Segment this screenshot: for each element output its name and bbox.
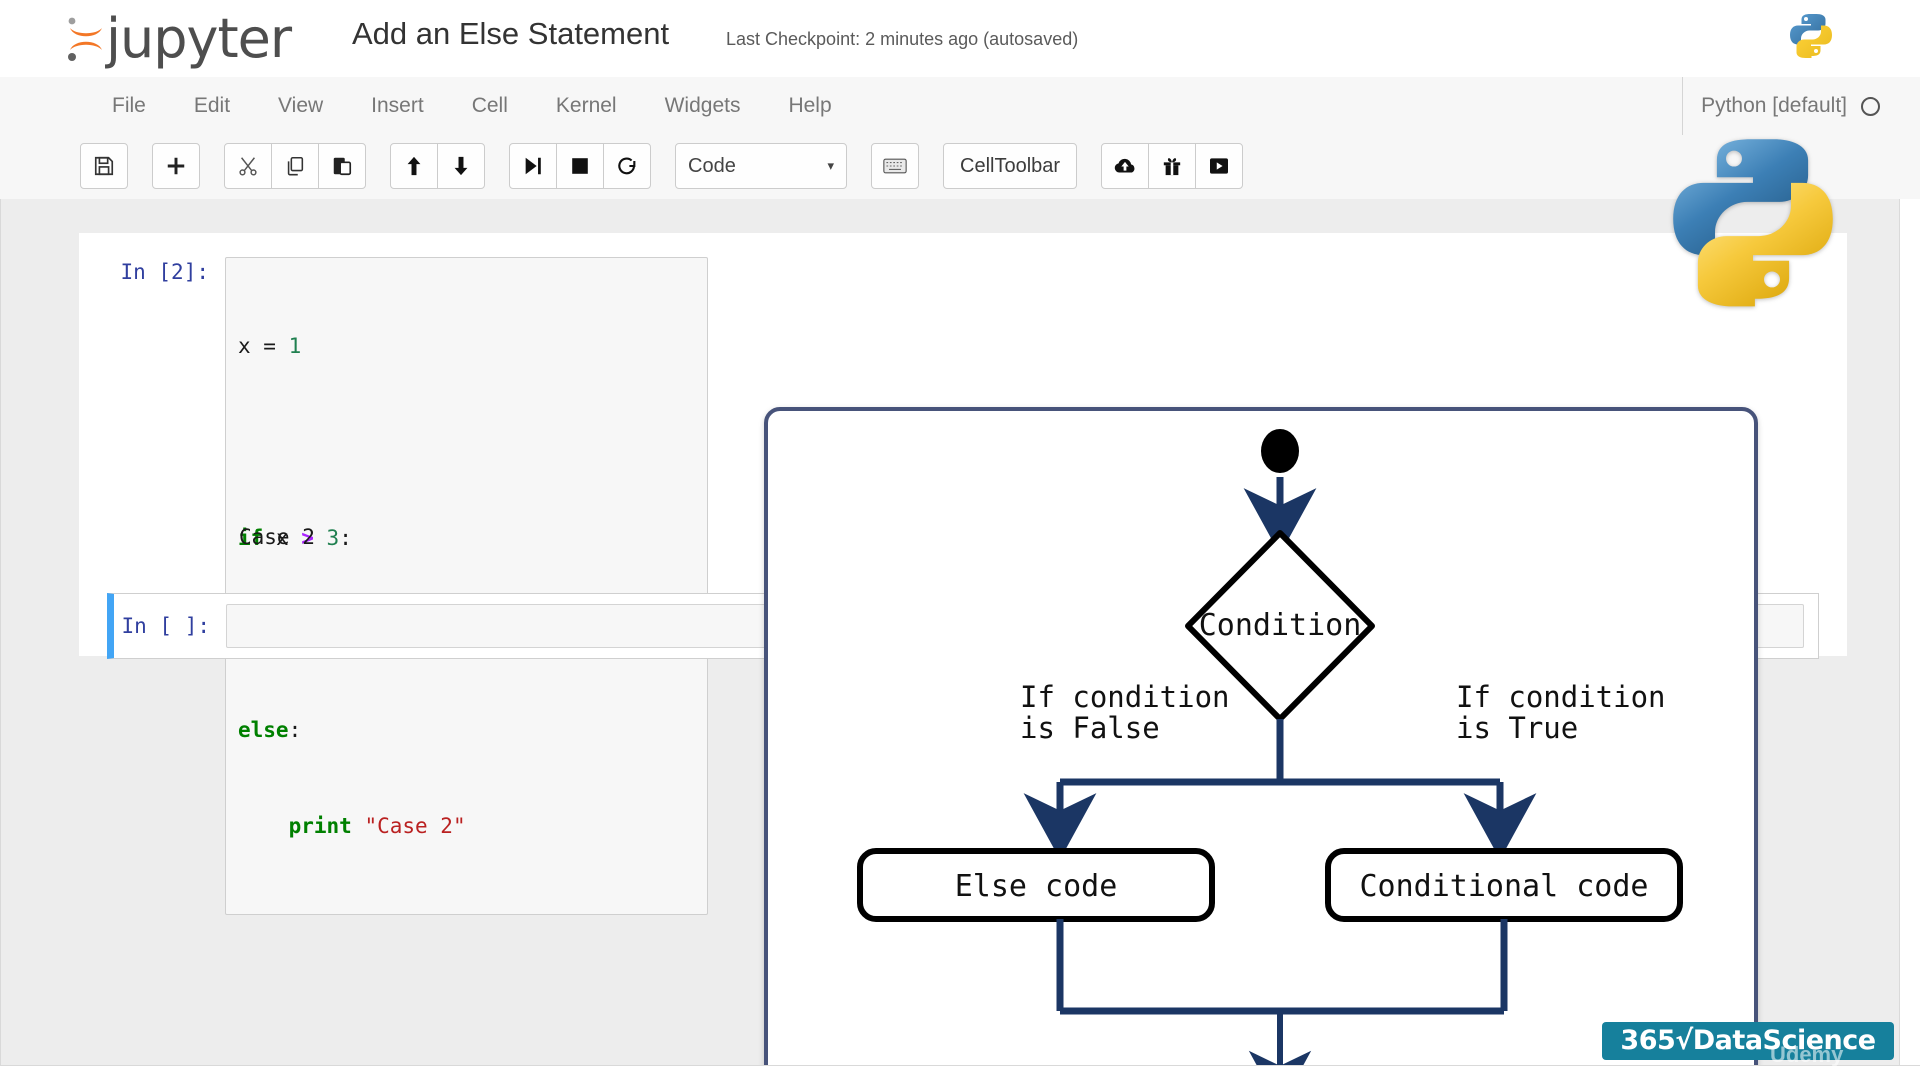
filled-circle-start-icon	[1261, 429, 1299, 473]
datascience-badge-label: 365√DataScience	[1620, 1025, 1876, 1056]
code-line	[238, 426, 695, 458]
menu-item-kernel[interactable]: Kernel	[555, 94, 617, 117]
notebook-header: jupyter Add an Else Statement Last Check…	[0, 0, 1920, 78]
else-code-label: Else code	[955, 869, 1118, 904]
menu-item-file[interactable]: File	[112, 94, 146, 117]
toolbar-group-run	[509, 143, 651, 189]
cell-prompt-in-2: In [2]:	[120, 260, 209, 284]
datascience-badge: 365√DataScience	[1602, 1022, 1894, 1060]
save-button[interactable]	[80, 143, 128, 189]
jupyter-wordmark: jupyter	[106, 7, 292, 70]
toolbar-group-save	[80, 143, 128, 189]
menu-items: File Edit View Insert Cell Kernel Widget…	[88, 77, 856, 135]
keyboard-icon	[883, 157, 907, 175]
arrow-up-icon	[403, 155, 425, 177]
else-code-box	[857, 848, 1215, 922]
plus-icon	[165, 155, 187, 177]
menu-item-edit[interactable]: Edit	[193, 94, 231, 117]
cell-prompt-in-empty: In [ ]:	[121, 614, 210, 638]
toolbar-inner: Code ▾ CellToolbar	[80, 143, 1244, 189]
code-line: print "Case 2"	[288, 814, 466, 838]
interrupt-kernel-button[interactable]	[556, 143, 604, 189]
floppy-disk-icon	[93, 155, 115, 177]
restart-kernel-button[interactable]	[603, 143, 651, 189]
menu-item-insert[interactable]: Insert	[371, 94, 424, 117]
present-button[interactable]	[1195, 143, 1244, 189]
run-cell-button[interactable]	[509, 143, 557, 189]
toolbar-group-clipboard	[224, 143, 366, 189]
code-cell-1[interactable]: In [2]: x = 1 if x > 3: print "Case 1" e…	[107, 257, 708, 915]
insert-cell-below-button[interactable]	[152, 143, 200, 189]
copy-icon	[284, 155, 306, 177]
jupyter-logo-icon	[66, 17, 106, 61]
vertical-scrollbar[interactable]	[1899, 199, 1920, 1080]
menu-bar: File Edit View Insert Cell Kernel Widget…	[0, 77, 1920, 136]
gift-button[interactable]	[1148, 143, 1197, 189]
flowchart-overlay-panel: Condition If condition is False If condi…	[764, 407, 1758, 1080]
toolbar-group-keyboard	[871, 143, 919, 189]
cell-type-value: Code	[688, 154, 736, 177]
code-line: if x > 3:	[238, 526, 352, 550]
notebook-toolbar: Code ▾ CellToolbar	[0, 135, 1920, 200]
menu-item-widgets[interactable]: Widgets	[664, 94, 741, 117]
branch-true-label-line1: If condition	[1456, 680, 1666, 714]
udemy-watermark: Udemy	[1770, 1042, 1844, 1067]
cut-cell-button[interactable]	[224, 143, 272, 189]
decision-label: Condition	[1199, 608, 1362, 643]
bottom-strip	[0, 1065, 1920, 1080]
gift-icon	[1162, 155, 1182, 177]
jupyter-logo[interactable]: jupyter	[66, 8, 328, 70]
code-line: else:	[238, 718, 302, 742]
menu-item-help[interactable]: Help	[788, 94, 832, 117]
toolbar-group-move	[390, 143, 485, 189]
scissors-icon	[237, 155, 259, 177]
notebook-page-body: In [2]: x = 1 if x > 3: print "Case 1" e…	[0, 199, 1920, 1080]
page-title[interactable]: Add an Else Statement	[352, 16, 670, 51]
paste-cell-button[interactable]	[318, 143, 366, 189]
python-logo-large-icon	[1658, 124, 1848, 314]
branch-false-label-line2: is False	[1020, 711, 1160, 745]
cell-output-1: Case 2	[239, 525, 315, 549]
play-box-icon	[1208, 157, 1230, 175]
conditional-code-label: Conditional code	[1360, 869, 1649, 904]
checkpoint-status: Last Checkpoint: 2 minutes ago (autosave…	[726, 29, 1079, 49]
chevron-down-icon: ▾	[827, 158, 834, 173]
paste-icon	[331, 155, 353, 177]
python-logo-icon	[1786, 10, 1836, 60]
branch-merge-bus	[1056, 919, 1508, 1015]
move-cell-up-button[interactable]	[390, 143, 438, 189]
code-line: x = 1	[238, 334, 302, 358]
branch-true-label-line2: is True	[1456, 711, 1578, 745]
flowchart-diagram: Condition If condition is False If condi…	[857, 429, 1683, 1080]
cloud-upload-icon	[1113, 156, 1137, 176]
restart-circular-arrow-icon	[616, 155, 638, 177]
branch-false-label-line1: If condition	[1020, 680, 1230, 714]
toolbar-group-insert	[152, 143, 200, 189]
kernel-idle-circle-icon	[1861, 96, 1880, 116]
code-editor-1[interactable]: x = 1 if x > 3: print "Case 1" else: pri…	[225, 257, 708, 915]
command-palette-button[interactable]	[871, 143, 919, 189]
stop-square-icon	[569, 155, 591, 177]
move-cell-down-button[interactable]	[437, 143, 485, 189]
publish-button[interactable]	[1101, 143, 1150, 189]
celltoolbar-button[interactable]: CellToolbar	[943, 143, 1078, 189]
menu-item-cell[interactable]: Cell	[471, 94, 508, 117]
kernel-indicator-group: Python [default]	[1682, 77, 1880, 135]
branch-split-bus	[1060, 719, 1500, 786]
arrow-down-icon	[450, 155, 472, 177]
toolbar-group-extras	[1101, 143, 1244, 189]
cell-type-select[interactable]: Code ▾	[675, 143, 847, 189]
menu-item-view[interactable]: View	[278, 94, 324, 117]
run-play-icon	[522, 155, 544, 177]
copy-cell-button[interactable]	[271, 143, 319, 189]
kernel-name-label: Python [default]	[1701, 94, 1847, 117]
